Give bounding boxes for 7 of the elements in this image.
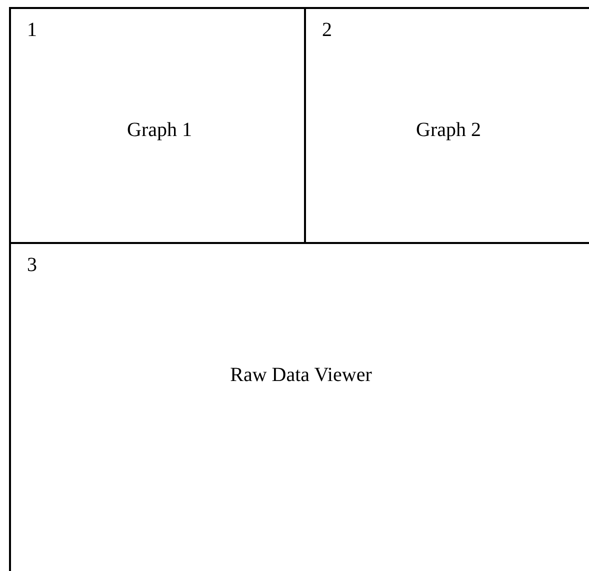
panel-number: 1 [27,19,37,42]
panel-title: Graph 2 [415,119,482,142]
panel-number: 2 [322,19,332,42]
panel-title: Raw Data Viewer [229,364,373,387]
panel-box [9,7,306,244]
panel-number: 3 [27,254,37,277]
panel-title: Graph 1 [126,119,193,142]
